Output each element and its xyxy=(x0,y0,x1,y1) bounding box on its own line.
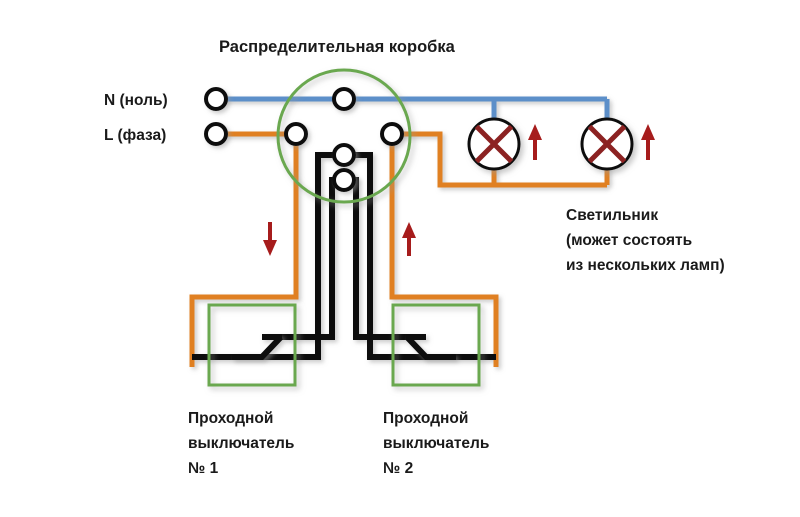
switch-1-caption-line-3: № 1 xyxy=(188,460,219,477)
terminal-traveler-outer xyxy=(332,143,356,167)
switch-1-contact xyxy=(232,334,284,360)
switch-1-caption-line-1: Проходной xyxy=(188,410,273,427)
arrow-up-lamp-2 xyxy=(641,124,655,160)
switch-2-contact xyxy=(404,334,456,360)
arrow-down-left-switch xyxy=(263,222,277,256)
switch-2 xyxy=(391,303,481,387)
lamp-2 xyxy=(580,117,634,171)
switch-1 xyxy=(207,303,297,387)
terminal-line-supply xyxy=(204,122,228,146)
terminal-traveler-inner xyxy=(332,168,356,192)
lamp-1 xyxy=(467,117,521,171)
terminal-neutral-supply xyxy=(204,87,228,111)
switch-1-enclosure xyxy=(207,303,297,387)
terminal-line-box-left xyxy=(284,122,308,146)
lamp-caption-line-2: (может состоять xyxy=(566,232,692,249)
switch-2-caption-line-2: выключатель xyxy=(383,435,489,452)
line-wire-to-switch-1 xyxy=(189,134,299,367)
switch-2-enclosure xyxy=(391,303,481,387)
lamp-cross-icon xyxy=(474,124,514,164)
lamp-caption-line-1: Светильник xyxy=(566,207,658,224)
terminal-neutral-box xyxy=(332,87,356,111)
terminal-line-box-right xyxy=(380,122,404,146)
label-neutral: N (ноль) xyxy=(104,92,168,109)
line-wire-to-switch-2 xyxy=(389,134,499,367)
switch-2-caption-line-1: Проходной xyxy=(383,410,468,427)
terminals-layer xyxy=(204,87,404,192)
switch-1-caption-line-2: выключатель xyxy=(188,435,294,452)
arrows-layer xyxy=(263,124,655,256)
lamp-caption-line-3: из нескольких ламп) xyxy=(566,257,725,274)
junction-box-title: Распределительная коробка xyxy=(219,38,456,56)
label-line: L (фаза) xyxy=(104,127,166,144)
arrow-up-lamp-1 xyxy=(528,124,542,160)
arrow-up-right-switch xyxy=(402,222,416,256)
switch-2-caption-line-3: № 2 xyxy=(383,460,413,477)
junction-box-enclosure xyxy=(276,68,412,204)
lamp-cross-icon xyxy=(587,124,627,164)
